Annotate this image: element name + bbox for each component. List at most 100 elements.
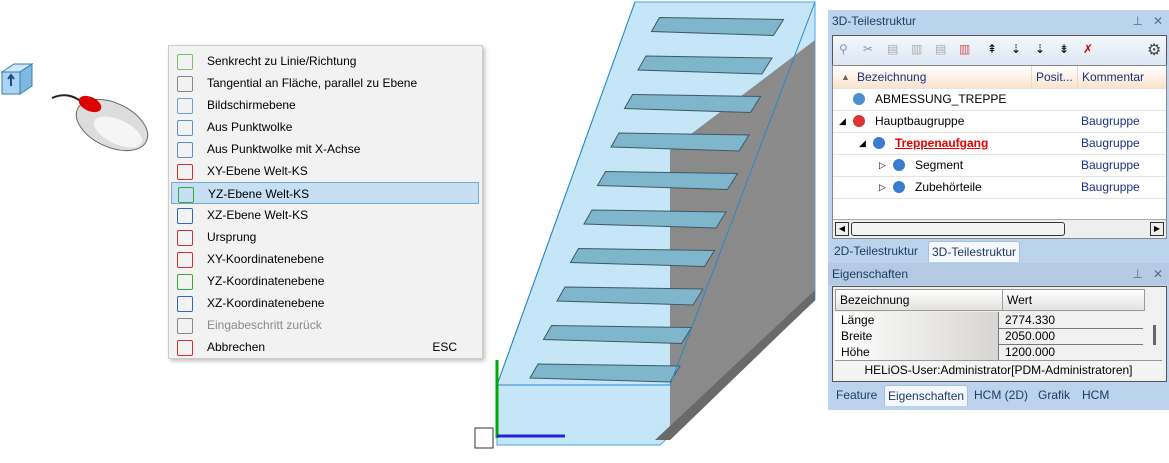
tree-row[interactable]: ▷ Segment Baugruppe [833, 154, 1166, 177]
menu-item[interactable]: YZ-Ebene Welt-KS [171, 182, 479, 204]
menu-item-label: Senkrecht zu Linie/Richtung [207, 54, 357, 68]
column-position[interactable]: Posit... [1031, 66, 1073, 88]
menu-item[interactable]: Ursprung [171, 226, 479, 248]
menu-item-label: Aus Punktwolke mit X-Achse [207, 142, 361, 156]
mouse-icon [50, 90, 150, 152]
pin-icon[interactable]: ⊥ [1132, 267, 1143, 281]
tab-2d-teilestruktur[interactable]: 2D-Teilestruktur [834, 244, 919, 258]
menu-item[interactable]: Eingabeschritt zurück [171, 314, 479, 336]
pin-icon[interactable]: ⊥ [1132, 14, 1143, 28]
column-wert: Wert [1002, 290, 1032, 310]
column-kommentar[interactable]: Kommentar [1077, 66, 1144, 88]
paste-special-icon[interactable]: ▤ [935, 42, 947, 56]
menu-item[interactable]: YZ-Koordinatenebene [171, 270, 479, 292]
settings-icon[interactable]: ⚙ [1147, 42, 1162, 59]
cancel-icon [177, 340, 193, 356]
property-row[interactable]: Breite 2050.000 [835, 328, 1143, 345]
stair-step [637, 55, 773, 75]
sort-3-icon[interactable]: ⇣ [1035, 42, 1046, 56]
menu-item-label: XZ-Ebene Welt-KS [207, 208, 309, 222]
undo-step-icon [177, 318, 193, 334]
close-icon[interactable]: ✕ [1152, 267, 1163, 281]
tab-feature[interactable]: Feature [836, 388, 878, 402]
menu-item[interactable]: XZ-Ebene Welt-KS [171, 204, 479, 226]
yz-coord-icon [177, 274, 193, 290]
vertical-scrollbar[interactable] [1153, 325, 1156, 345]
tree-item-name: Zubehörteile [915, 180, 982, 194]
expand-toggle-icon[interactable]: ◢ [859, 138, 866, 148]
horizontal-scrollbar[interactable]: ◀ ▶ [833, 219, 1166, 238]
scrollbar-thumb[interactable] [851, 222, 1065, 236]
column-bezeichnung[interactable]: Bezeichnung [857, 70, 927, 84]
property-name: Höhe [835, 344, 999, 360]
clear-sort-icon[interactable]: ✗ [1083, 42, 1094, 56]
search-icon[interactable]: ⚲ [839, 42, 848, 56]
stair-step [583, 209, 727, 229]
menu-item[interactable]: Senkrecht zu Linie/Richtung [171, 50, 479, 72]
menu-shortcut: ESC [432, 340, 457, 354]
stair-step [529, 363, 681, 383]
tree-item-name: Segment [915, 158, 964, 172]
tab-3d-teilestruktur[interactable]: 3D-Teilestruktur [928, 241, 1021, 262]
property-value[interactable]: 2774.330 [1005, 313, 1056, 327]
property-name: Länge [835, 312, 999, 328]
sort-up-icon[interactable]: ⇞ [987, 42, 998, 56]
tangential-icon [177, 76, 193, 92]
property-row[interactable]: Länge 2774.330 [835, 312, 1143, 329]
tab-hcm-2d-[interactable]: HCM (2D) [974, 388, 1028, 402]
menu-item[interactable]: XZ-Koordinatenebene [171, 292, 479, 314]
menu-item[interactable]: XY-Koordinatenebene [171, 248, 479, 270]
expand-toggle-icon[interactable]: ▷ [879, 182, 886, 192]
toolbar: ⚲ ✂ ▤ ▥ ▤ ▥ ⇞ ⇣ ⇣ ⇟ ✗ ⚙ [832, 35, 1167, 66]
property-name: Breite [835, 328, 999, 344]
menu-item[interactable]: Tangential an Fläche, parallel zu Ebene [171, 72, 479, 94]
property-value[interactable]: 1200.000 [1005, 345, 1056, 359]
menu-item[interactable]: Aus Punktwolke [171, 116, 479, 138]
menu-item[interactable]: Bildschirmebene [171, 94, 479, 116]
menu-item-label: YZ-Ebene Welt-KS [208, 187, 310, 201]
menu-item-label: XY-Ebene Welt-KS [207, 164, 308, 178]
model-icon [853, 93, 865, 105]
part-structure-panel: 3D-Teilestruktur ⊥ ✕ ⚲ ✂ ▤ ▥ ▤ ▥ ⇞ ⇣ ⇣ ⇟… [828, 10, 1169, 263]
paste-icon[interactable]: ▥ [911, 42, 923, 56]
stair-step [610, 132, 750, 152]
menu-item-label: YZ-Koordinatenebene [207, 274, 325, 288]
point-cloud-x-icon [177, 142, 193, 158]
assembly-icon [853, 115, 865, 127]
tab-eigenschaften[interactable]: Eigenschaften [884, 385, 969, 406]
expand-toggle-icon[interactable]: ▷ [879, 160, 886, 170]
tree-row[interactable]: ▷ Zubehörteile Baugruppe [833, 176, 1166, 199]
tree-item-comment: Baugruppe [1081, 180, 1140, 194]
stair-step [623, 93, 762, 114]
sort-down-icon[interactable]: ⇟ [1059, 42, 1070, 56]
cut-icon[interactable]: ✂ [863, 42, 874, 56]
copy-icon[interactable]: ▤ [887, 42, 899, 56]
menu-item-label: Aus Punktwolke [207, 120, 293, 134]
tree-row[interactable]: ◢ Treppenaufgang Baugruppe [833, 132, 1166, 155]
menu-item[interactable]: Aus Punktwolke mit X-Achse [171, 138, 479, 160]
property-row[interactable]: Höhe 1200.000 [835, 344, 1143, 361]
stair-step [596, 170, 739, 191]
close-icon[interactable]: ✕ [1152, 14, 1163, 28]
menu-item[interactable]: XY-Ebene Welt-KS [171, 160, 479, 182]
paste-reference-icon[interactable]: ▥ [959, 42, 971, 56]
stair-step [650, 16, 785, 37]
xy-coord-icon [177, 252, 193, 268]
tree-row[interactable]: ABMESSUNG_TREPPE [833, 88, 1166, 111]
expand-toggle-icon[interactable]: ◢ [839, 116, 846, 126]
menu-item-label: XY-Koordinatenebene [207, 252, 324, 266]
tab-grafik[interactable]: Grafik [1038, 388, 1071, 402]
menu-item-label: Tangential an Fläche, parallel zu Ebene [207, 76, 418, 90]
column-bezeichnung: Bezeichnung [840, 293, 910, 307]
property-value[interactable]: 2050.000 [1005, 329, 1056, 343]
user-status: HELiOS-User:Administrator[PDM-Administra… [835, 360, 1162, 379]
tree-item-name: Hauptbaugruppe [875, 114, 965, 128]
tab-hcm[interactable]: HCM [1082, 388, 1110, 402]
tree-header: ▲ Bezeichnung Posit... Kommentar [833, 66, 1166, 89]
tree-row[interactable]: ◢ Hauptbaugruppe Baugruppe [833, 110, 1166, 133]
sort-2-icon[interactable]: ⇣ [1011, 42, 1022, 56]
stair-step [556, 286, 704, 306]
